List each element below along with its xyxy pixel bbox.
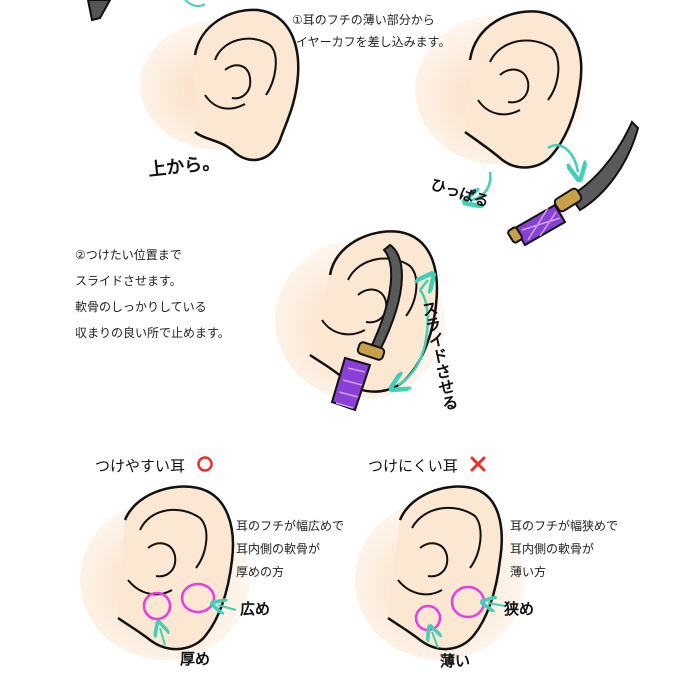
bad-desc-line-2: 耳内側の軟骨が: [510, 542, 595, 556]
ear-2-illustration: [415, 10, 585, 169]
knife-blade-partial-icon: [86, 0, 112, 22]
bad-desc-line-1: 耳のフチが幅狭めで: [510, 519, 619, 533]
ear-1-illustration: [140, 8, 300, 162]
thick-arrow-icon: [160, 628, 165, 646]
bad-ear-title: つけにくい耳: [368, 457, 458, 475]
slide-arrow-up-icon: [420, 280, 428, 290]
ear-cuff-knife-1-icon: [507, 120, 640, 247]
curve-arrow-icon: [547, 144, 578, 172]
thin-arrow-icon: [432, 632, 438, 649]
wide-label: 広め: [240, 600, 271, 618]
step1-line-1: ①耳のフチの薄い部分から: [292, 13, 435, 27]
bad-mark-icon: [470, 456, 486, 472]
step1-line-2: イヤーカフを差し込みます。: [296, 35, 451, 49]
narrow-arrow-icon: [488, 603, 506, 606]
step2-line-3: 軟骨のしっかりしている: [75, 300, 207, 314]
slide-arrow-down-icon: [398, 289, 429, 385]
good-mark-icon: [197, 456, 213, 472]
ear-bad-illustration: [355, 485, 525, 660]
good-desc-line-1: 耳のフチが幅広めで: [236, 519, 345, 533]
ear-good-illustration: [80, 485, 250, 660]
ear-cuff-knife-2-icon: [330, 243, 403, 412]
thick-label: 厚め: [180, 650, 211, 668]
bad-desc-line-3: 薄い方: [510, 565, 547, 579]
good-desc-line-2: 耳内側の軟骨が: [236, 542, 321, 556]
good-ear-title: つけやすい耳: [95, 457, 186, 475]
good-desc-line-3: 厚めの方: [236, 565, 285, 579]
step2-line-4: 収まりの良い所で止めます。: [75, 326, 230, 340]
step2-line-2: スライドさせます。: [75, 274, 182, 288]
step2-line-1: ②つけたい位置まで: [75, 248, 182, 262]
narrow-label: 狭め: [504, 600, 535, 618]
pull-arrow-icon: [472, 171, 492, 200]
wide-arrow-icon: [218, 605, 237, 610]
thin-label: 薄い: [440, 652, 471, 670]
